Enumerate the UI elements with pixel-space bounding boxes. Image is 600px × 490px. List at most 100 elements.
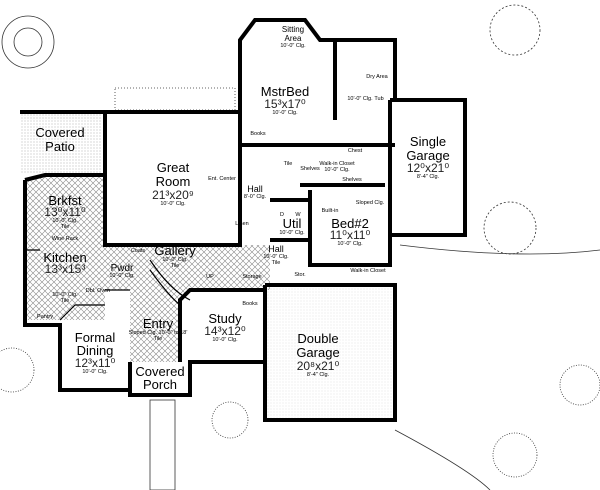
room-ceiling: 10'-0" Clg. (212, 337, 238, 343)
room-name: Pwdr (111, 263, 134, 274)
room-formal-dining: Formal Dining 12³x11⁰ 10'-0" Clg. (75, 330, 116, 375)
room-sitting-area: Sitting Area 10'-0" Clg. (280, 25, 306, 49)
room-size: 11⁰x11⁰ (330, 228, 371, 242)
room-brkfst: Brkfst 13⁰x11⁰ 10'-0" Clg. Tile (44, 193, 86, 230)
note: Pantry (37, 314, 53, 320)
room-size: 13⁰x11⁰ (44, 205, 86, 219)
room-size: 12⁰x21⁰ (407, 161, 450, 175)
room-name: Formal (75, 330, 116, 345)
room-name: Study (208, 311, 242, 326)
room-name: Covered (35, 125, 84, 140)
room-size: 14³x12⁰ (204, 324, 246, 338)
room-covered-patio: Covered Patio (35, 125, 84, 154)
room-name: Kitchen (43, 250, 86, 265)
room-name: Room (156, 174, 191, 189)
room-floor: Tile (171, 263, 180, 269)
room-util: Util 10'-0" Clg. (279, 216, 305, 236)
room-name: Garage (296, 345, 339, 360)
note: Coats (131, 248, 146, 254)
room-ceiling: 8'-4" Clg. (307, 372, 330, 378)
room-gallery: Gallery 10'-0" Clg. Tile (154, 243, 196, 269)
room-ceiling: 10'-0" Clg. (279, 230, 305, 236)
note: W (295, 212, 301, 218)
note: Tub (374, 96, 383, 102)
room-size: 21³x20⁹ (152, 188, 194, 202)
kitchen-floor (25, 175, 105, 320)
room-ceiling: 10'-0" Clg. (162, 257, 188, 263)
room-covered-porch: Covered Porch (135, 364, 184, 392)
room-name: Area (285, 34, 302, 43)
room-mstr-bed: MstrBed 15³x17⁰ 10'-0" Clg. (261, 84, 309, 116)
room-name: Entry (143, 316, 174, 331)
room-name: Garage (406, 148, 449, 163)
note: Books (242, 301, 258, 307)
room-name: Dining (77, 343, 114, 358)
room-hall-1: Hall 8'-0" Clg. (244, 184, 267, 200)
room-name: Bed#2 (331, 216, 369, 231)
room-study: Study 14³x12⁰ 10'-0" Clg. (204, 311, 246, 343)
room-name: Sitting (282, 25, 304, 34)
room-entry: Entry Sloped Clg. 10'-0" to 18' Tile (129, 316, 188, 342)
room-ceiling: 10'-0" Clg. (280, 43, 306, 49)
room-size: 13³x15³ (45, 262, 86, 276)
room-ceiling: 10'-0" Clg. (82, 369, 108, 375)
room-great-room: Great Room 21³x20⁹ 10'-0" Clg. (152, 160, 194, 207)
room-name: Gallery (154, 243, 196, 258)
room-ceiling: 10'-0" Clg. (160, 201, 186, 207)
landscaping (0, 4, 600, 490)
room-name: Porch (143, 377, 177, 392)
note: Built-in (322, 208, 339, 214)
room-double-garage: Double Garage 20⁸x21⁰ 8'-4" Clg. (296, 331, 339, 378)
room-ceiling: 10'-0" Clg. (52, 218, 78, 224)
note: Walk-in Closet (319, 161, 355, 167)
gallery-floor (105, 245, 270, 362)
room-ceiling: 8'-0" Clg. (244, 194, 267, 200)
note: Linen (235, 221, 248, 227)
walls (20, 18, 467, 422)
note: Ent. Center (208, 176, 236, 182)
note: Wine Rack (52, 236, 79, 242)
room-single-garage: Single Garage 12⁰x21⁰ 8'-4" Clg. (406, 134, 449, 180)
note: Sloped Clg. (356, 200, 385, 206)
note: Dbl. Oven (86, 288, 110, 294)
room-name: Single (410, 134, 446, 149)
note: Chest (348, 148, 363, 154)
room-name: Covered (135, 364, 184, 379)
room-ceiling: Sloped Clg. 10'-0" to 18' (129, 330, 188, 336)
note: Shelves (342, 177, 362, 183)
room-hall-2: Hall 10'-0" Clg. Tile (263, 244, 289, 266)
room-kitchen: Kitchen 13³x15³ 10'-0" Clg. Tile (43, 250, 86, 304)
room-ceiling: 8'-4" Clg. (417, 174, 440, 180)
patio-floor (20, 112, 102, 174)
note: 10'-0" Clg. (347, 96, 373, 102)
note: Shelves (300, 166, 320, 172)
room-ceiling: 10'-0" Clg. (263, 254, 289, 260)
room-ceiling: 10'-0" Clg. (337, 241, 363, 247)
room-size: 12³x11⁰ (75, 356, 116, 370)
room-floor: Tile (154, 336, 163, 342)
note: 10'-0" Clg. (324, 167, 350, 173)
room-name: MstrBed (261, 84, 309, 99)
room-ceiling: 10'-0" Clg. (109, 273, 135, 279)
note: D (280, 212, 284, 218)
note: Storage (242, 274, 261, 280)
room-ceiling: 10'-0" Clg. (272, 110, 298, 116)
room-name: Double (297, 331, 338, 346)
room-name: Great (157, 160, 190, 175)
annotations: Books Ent. Center Linen Storage UP Coats… (37, 74, 389, 320)
room-name: Patio (45, 139, 75, 154)
room-size: 20⁸x21⁰ (297, 359, 340, 373)
note: Stor. (294, 272, 306, 278)
room-name: Brkfst (48, 193, 82, 208)
room-pwdr: Pwdr 10'-0" Clg. (109, 263, 135, 279)
room-name: Hall (268, 244, 284, 254)
note: Dry Area (366, 74, 388, 80)
note: UP (206, 274, 214, 280)
room-name: Util (283, 216, 302, 231)
room-floor: Tile (61, 298, 70, 304)
garage-floor (265, 285, 395, 420)
room-bed-2: Bed#2 11⁰x11⁰ 10'-0" Clg. (330, 216, 371, 247)
room-size: 15³x17⁰ (264, 97, 306, 111)
note: Tile (284, 161, 293, 167)
